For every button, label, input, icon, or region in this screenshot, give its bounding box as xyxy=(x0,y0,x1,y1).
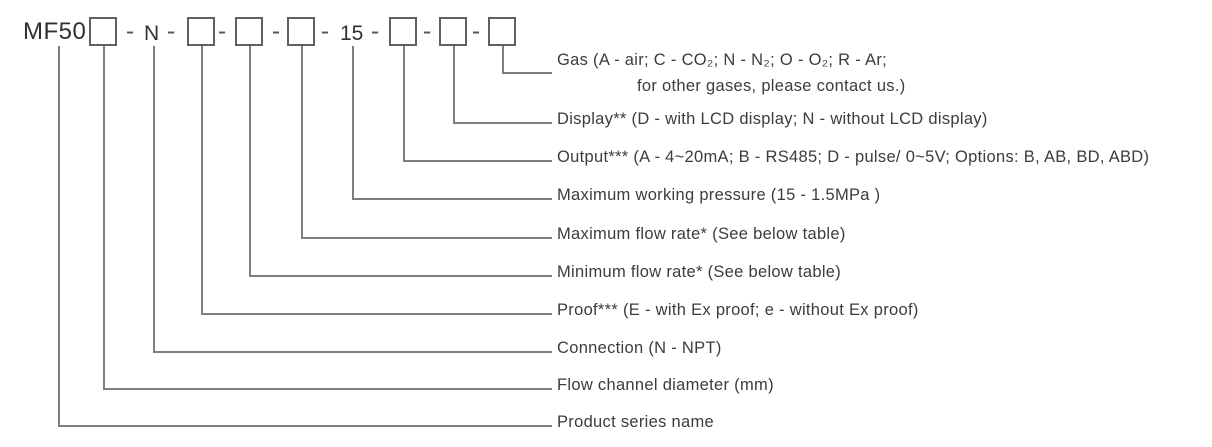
code-box-gas xyxy=(488,17,516,46)
label-gas-line2: for other gases, please contact us.) xyxy=(637,77,906,95)
dash-separator: - xyxy=(125,17,135,45)
code-box-display xyxy=(439,17,467,46)
dash-separator: - xyxy=(271,17,281,45)
dash-separator: - xyxy=(217,17,227,45)
label-proof: Proof*** (E - with Ex proof; e - without… xyxy=(557,301,919,319)
connector-series xyxy=(58,46,552,427)
dash-separator: - xyxy=(422,17,432,45)
code-box-proof xyxy=(187,17,215,46)
connector-flow-diameter xyxy=(103,46,552,390)
label-product-series: Product series name xyxy=(557,413,715,431)
dash-separator: - xyxy=(370,17,380,45)
product-series-code: MF50 xyxy=(23,18,87,45)
dash-separator: - xyxy=(320,17,330,45)
code-box-min-flow-rate xyxy=(235,17,263,46)
label-flow-diameter: Flow channel diameter (mm) xyxy=(557,376,774,394)
connector-display xyxy=(453,46,552,124)
code-box-max-flow-rate xyxy=(287,17,315,46)
connector-connection xyxy=(153,46,552,353)
connector-gas xyxy=(502,46,552,74)
connector-output xyxy=(403,46,552,162)
label-min-flow: Minimum flow rate* (See below table) xyxy=(557,263,842,281)
label-pressure: Maximum working pressure (15 - 1.5MPa ) xyxy=(557,186,881,204)
connector-min-flow xyxy=(249,46,552,277)
label-output: Output*** (A - 4~20mA; B - RS485; D - pu… xyxy=(557,148,1150,166)
pressure-code: 15 xyxy=(340,22,364,45)
connector-pressure xyxy=(352,46,552,200)
label-gas: Gas (A - air; C - CO₂; N - N₂; O - O₂; R… xyxy=(557,47,906,99)
label-connection: Connection (N - NPT) xyxy=(557,339,722,357)
connector-proof xyxy=(201,46,552,315)
dash-separator: - xyxy=(471,17,481,45)
code-box-flow-diameter xyxy=(89,17,117,46)
label-gas-line1: Gas (A - air; C - CO₂; N - N₂; O - O₂; R… xyxy=(557,51,888,69)
connector-max-flow xyxy=(301,46,552,239)
label-display: Display** (D - with LCD display; N - wit… xyxy=(557,110,988,128)
connection-code: N xyxy=(144,22,160,45)
code-box-output xyxy=(389,17,417,46)
label-max-flow: Maximum flow rate* (See below table) xyxy=(557,225,846,243)
dash-separator: - xyxy=(166,17,176,45)
